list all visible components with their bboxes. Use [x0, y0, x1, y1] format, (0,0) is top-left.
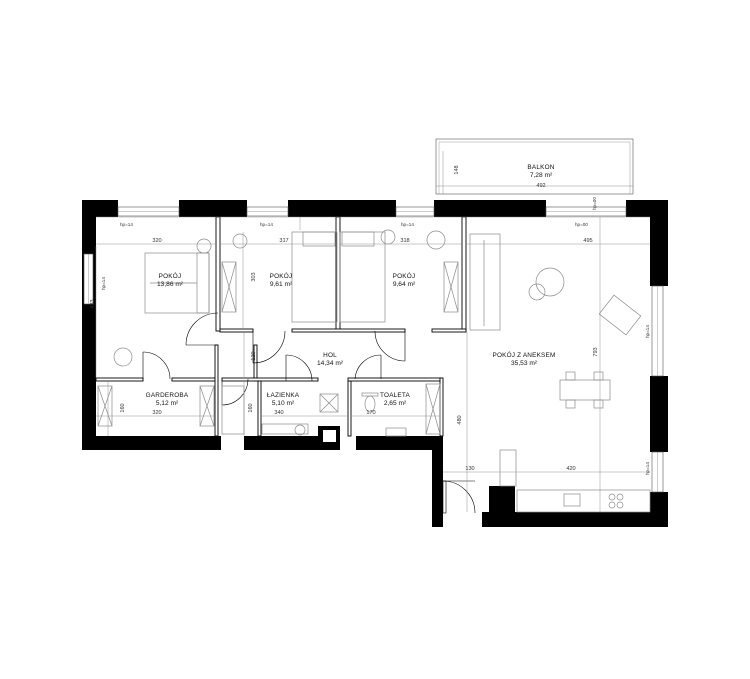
dimension-labels: 320 317 318 495 492 320 340 170 130 420 …: [90, 165, 599, 472]
room-name: POKÓJ: [159, 271, 182, 280]
room-area: 7,28 m²: [530, 172, 553, 179]
window-height-note: hp=14: [645, 325, 650, 338]
dim-balkon-depth: 148: [454, 165, 460, 174]
room-name: POKÓJ Z ANEKSEM: [492, 350, 555, 359]
room-label-balkon: BALKON 7,28 m²: [527, 164, 554, 179]
room-area: 9,61 m²: [270, 281, 293, 288]
room-label-pokoj-1: POKÓJ 13,86 m²: [157, 271, 184, 288]
window-height-note: hp=14: [101, 277, 106, 290]
room-area: 5,12 m²: [156, 400, 179, 407]
dim-salon-depth: 793: [593, 347, 599, 356]
room-area: 14,34 m²: [317, 360, 344, 367]
dim-kitchen-width: 420: [566, 466, 575, 472]
dim-pokoj3-width: 318: [400, 238, 409, 244]
dim-pokoj2-width: 317: [279, 238, 288, 244]
room-name: POKÓJ: [270, 271, 293, 280]
window-height-notes: hp=14 hp=14 hp=14 hp=00 hp=00 hp=14 hp=1…: [101, 197, 650, 475]
dim-lazienka-depth: 160: [248, 403, 254, 412]
window-height-note: hp=14: [260, 222, 273, 227]
window-height-note: hp=14: [120, 222, 133, 227]
dim-hol-step: 120: [251, 351, 257, 360]
room-name: HOL: [323, 352, 337, 359]
dim-pokoj1-depth: 433: [90, 299, 96, 308]
room-label-garderoba: GARDEROBA 5,12 m²: [146, 392, 189, 407]
room-label-hol: HOL 14,34 m²: [317, 352, 344, 367]
room-label-pokoj-3: POKÓJ 9,64 m²: [393, 271, 416, 288]
dim-garderoba-width: 320: [152, 410, 161, 416]
room-area: 2,65 m²: [384, 400, 407, 407]
room-area: 9,64 m²: [393, 281, 416, 288]
room-name: BALKON: [527, 164, 554, 171]
dim-entry-width: 130: [465, 466, 474, 472]
dim-pokoj2-depth: 303: [251, 272, 257, 281]
room-name: POKÓJ: [393, 271, 416, 280]
room-name: TOALETA: [380, 392, 410, 399]
doors: [142, 312, 476, 514]
dim-lazienka-width: 340: [274, 410, 283, 416]
room-area: 35,53 m²: [511, 360, 538, 367]
outer-walls: [82, 200, 668, 527]
balcony-outline: [435, 138, 634, 195]
dim-garderoba-depth: 160: [120, 403, 126, 412]
room-label-toaleta: TOALETA 2,65 m²: [380, 392, 410, 407]
dim-toaleta-width: 170: [366, 410, 375, 416]
window-height-note: hp=00: [575, 222, 588, 227]
dim-salon-width: 495: [583, 238, 592, 244]
dim-pokoj1-width: 320: [152, 238, 161, 244]
room-label-salon: POKÓJ Z ANEKSEM 35,53 m²: [492, 350, 555, 367]
furniture: [97, 229, 651, 513]
room-area: 5,10 m²: [272, 400, 295, 407]
room-name: ŁAZIENKA: [267, 392, 300, 399]
windows: [83, 206, 664, 493]
dim-balkon-width: 492: [536, 183, 545, 189]
room-area: 13,86 m²: [157, 281, 184, 288]
room-name: GARDEROBA: [146, 392, 189, 399]
window-height-note: hp=14: [401, 222, 414, 227]
dim-corridor-depth: 480: [457, 415, 463, 424]
window-height-note: hp=00: [592, 197, 597, 210]
window-height-note: hp=14: [645, 462, 650, 475]
room-label-lazienka: ŁAZIENKA 5,10 m²: [267, 392, 300, 407]
room-label-pokoj-2: POKÓJ 9,61 m²: [270, 271, 293, 288]
